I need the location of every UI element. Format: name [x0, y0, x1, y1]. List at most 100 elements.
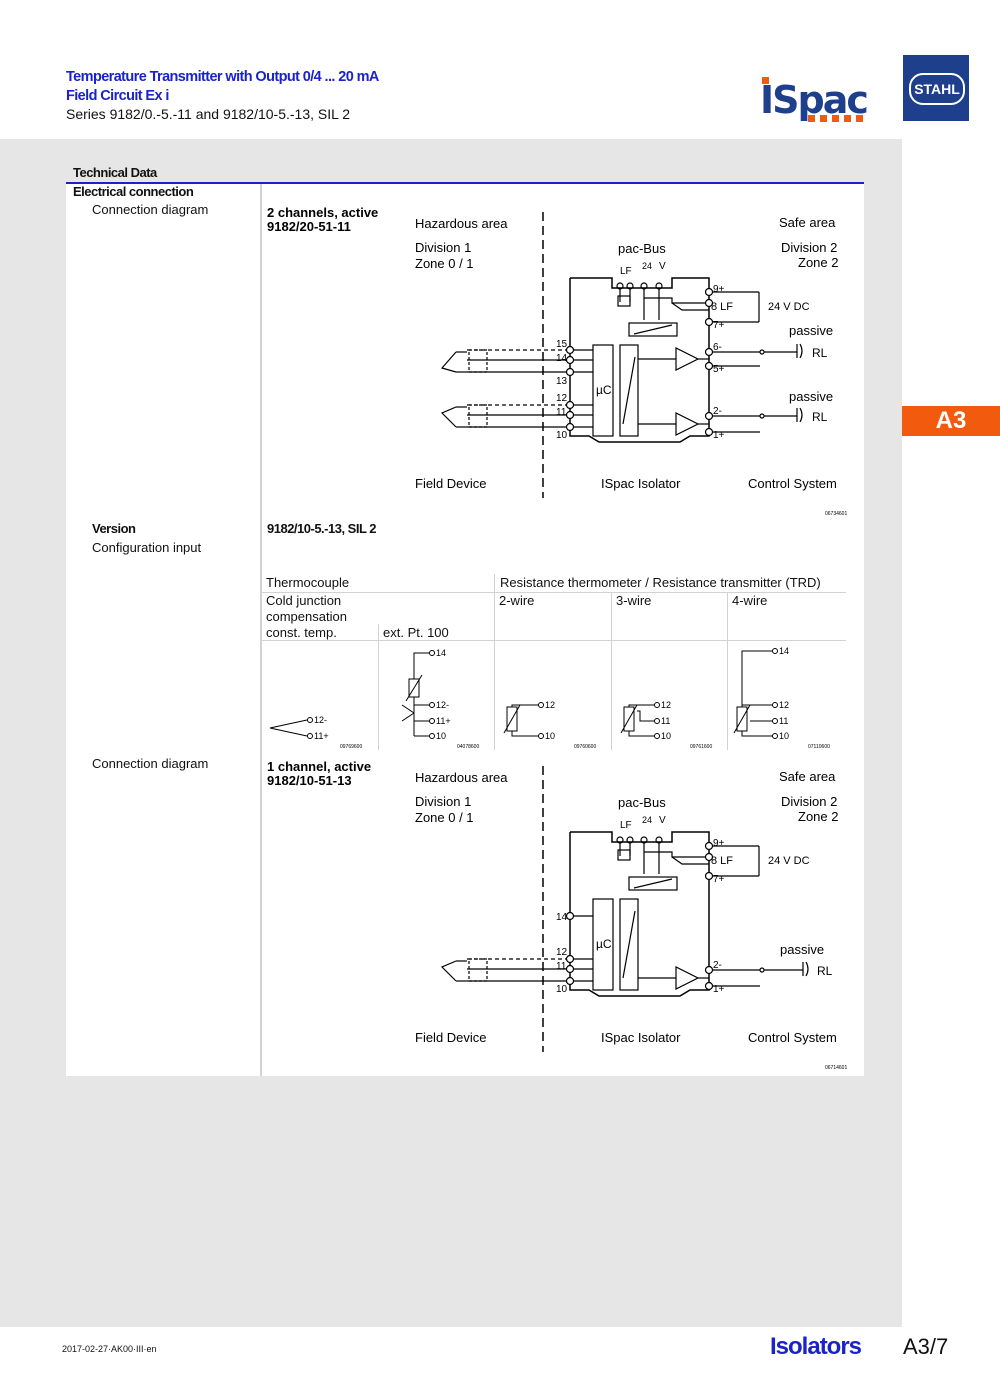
section-rule [66, 182, 864, 184]
d1-vdc: 24 V DC [768, 301, 810, 313]
diagram1-v: V [659, 261, 666, 272]
diagram1-zone-left: Zone 0 / 1 [415, 256, 474, 271]
diagram1-hazardous-area: Hazardous area [415, 216, 508, 231]
diagram2-zone-right: Zone 2 [798, 809, 838, 824]
cell2-terminal-11: 11+ [436, 716, 451, 726]
cell3-code: 09760600 [574, 744, 596, 750]
cell4-terminal-11: 11 [661, 716, 670, 726]
cell5-terminal-14: 14 [779, 646, 789, 656]
cell4-code: 09761600 [690, 744, 712, 750]
d2-terminal-7: 7+ [713, 874, 725, 885]
d1-control-system: Control System [748, 476, 837, 491]
d1-field-device: Field Device [415, 476, 487, 491]
d2-terminal-1: 1+ [713, 984, 725, 995]
d1-passive-1: passive [789, 323, 833, 338]
d2-terminal-9: 9+ [713, 838, 725, 849]
diagram1-heading-2: 9182/20-51-11 [267, 219, 351, 234]
diagram2-v: V [659, 815, 666, 826]
version-value: 9182/10-5.-13, SIL 2 [267, 521, 377, 536]
cell3-terminal-10: 10 [545, 731, 555, 741]
d1-terminal-1: 1+ [713, 430, 725, 441]
diagram1-heading-1: 2 channels, active [267, 205, 378, 220]
diagram2-pac-bus: pac-Bus [618, 795, 666, 810]
diagram1-division-left: Division 1 [415, 240, 471, 255]
d1-terminal-6: 6- [713, 342, 722, 353]
d1-passive-2: passive [789, 389, 833, 404]
electrical-connection-title: Electrical connection [73, 184, 194, 199]
diagram1-safe-area: Safe area [779, 215, 836, 230]
series-subtitle: Series 9182/0.-5.-11 and 9182/10-5.-13, … [66, 106, 351, 122]
d1-terminal-9: 9+ [713, 284, 725, 295]
title-line-2: Field Circuit Ex i [66, 88, 169, 104]
d1-terminal-2: 2- [713, 406, 722, 417]
diagram1-lf: LF [620, 266, 632, 277]
diagram1-pac-bus: pac-Bus [618, 241, 666, 256]
table-divider [611, 592, 612, 750]
diagram2-hazardous-area: Hazardous area [415, 770, 508, 785]
table-rule [262, 640, 846, 641]
connection-diagram-label-2: Connection diagram [92, 756, 209, 771]
stahl-logo: STAHL [903, 55, 969, 121]
d2-isolator: ISpac Isolator [601, 1030, 681, 1045]
d2-passive: passive [780, 942, 824, 957]
title-line-1: Temperature Transmitter with Output 0/4 … [66, 69, 379, 85]
d1-terminal-13: 13 [556, 376, 568, 387]
d2-terminal-2: 2- [713, 960, 722, 971]
technical-data-title: Technical Data [73, 165, 157, 180]
version-label: Version [92, 521, 136, 536]
diagram2-heading-1: 1 channel, active [267, 759, 371, 774]
cjc-line-1: Cold junction [266, 593, 342, 608]
diagram2-division-right: Division 2 [781, 794, 837, 809]
chapter-tab[interactable]: A3 [902, 406, 1000, 436]
cell5-terminal-10: 10 [779, 731, 789, 741]
d1-rl-1: RL [812, 346, 828, 360]
thermocouple-header: Thermocouple [266, 575, 350, 590]
ext-pt100: ext. Pt. 100 [383, 625, 449, 640]
d1-terminal-14: 14 [556, 353, 568, 364]
diagram2-division-left: Division 1 [415, 794, 471, 809]
d2-field-device: Field Device [415, 1030, 487, 1045]
cell5-terminal-12: 12 [779, 700, 789, 710]
configuration-diagrams: 12- 11+ 14 12- 11+ 10 12 10 12 11 10 14 … [269, 646, 830, 750]
cell2-terminal-12: 12- [436, 700, 449, 710]
d2-rl: RL [817, 964, 833, 978]
footer-date: 2017-02-27·AK00·III·en [62, 1344, 157, 1354]
diagram1-zone-right: Zone 2 [798, 255, 838, 270]
table-divider [727, 592, 728, 750]
configuration-input-label: Configuration input [92, 540, 202, 555]
diagram2-safe-area: Safe area [779, 769, 836, 784]
table-divider [378, 624, 379, 750]
cell5-terminal-11: 11 [779, 716, 788, 726]
cjc-line-2: compensation [266, 609, 347, 624]
footer-section[interactable]: Isolators [770, 1333, 862, 1360]
d2-vdc: 24 V DC [768, 855, 810, 867]
table-rule [262, 592, 846, 593]
d1-terminal-15: 15 [556, 339, 568, 350]
cell2-code: 04078600 [457, 744, 479, 750]
cell2-terminal-10: 10 [436, 731, 446, 741]
document-title: Temperature Transmitter with Output 0/4 … [66, 68, 379, 106]
diagram1-division-right: Division 2 [781, 240, 837, 255]
cell4-terminal-10: 10 [661, 731, 671, 741]
d2-terminal-12: 12 [556, 947, 568, 958]
d2-lf8: 8 LF [711, 855, 733, 867]
d2-control-system: Control System [748, 1030, 837, 1045]
diagram2-lf: LF [620, 820, 632, 831]
diagram2-24: 24 [642, 815, 652, 825]
d1-terminal-10: 10 [556, 430, 568, 441]
footer-page-number: A3/7 [903, 1334, 949, 1359]
cell3-terminal-12: 12 [545, 700, 555, 710]
diagram2-heading-2: 9182/10-51-13 [267, 773, 352, 788]
cell4-terminal-12: 12 [661, 700, 671, 710]
d2-terminal-10: 10 [556, 984, 568, 995]
cell1-code: 09769600 [340, 744, 362, 750]
diagram1-mu-c: µC [596, 383, 612, 397]
d1-isolator: ISpac Isolator [601, 476, 681, 491]
diagram1-24: 24 [642, 261, 652, 271]
connection-diagram-1-channel: 1 channel, active 9182/10-51-13 Hazardou… [267, 759, 847, 1071]
cell2-terminal-14: 14 [436, 648, 446, 658]
cell5-code: 07110600 [808, 744, 830, 750]
d1-terminal-12: 12 [556, 393, 568, 404]
ispac-logo: ISpac [760, 77, 869, 123]
wire-2: 2-wire [499, 593, 535, 608]
